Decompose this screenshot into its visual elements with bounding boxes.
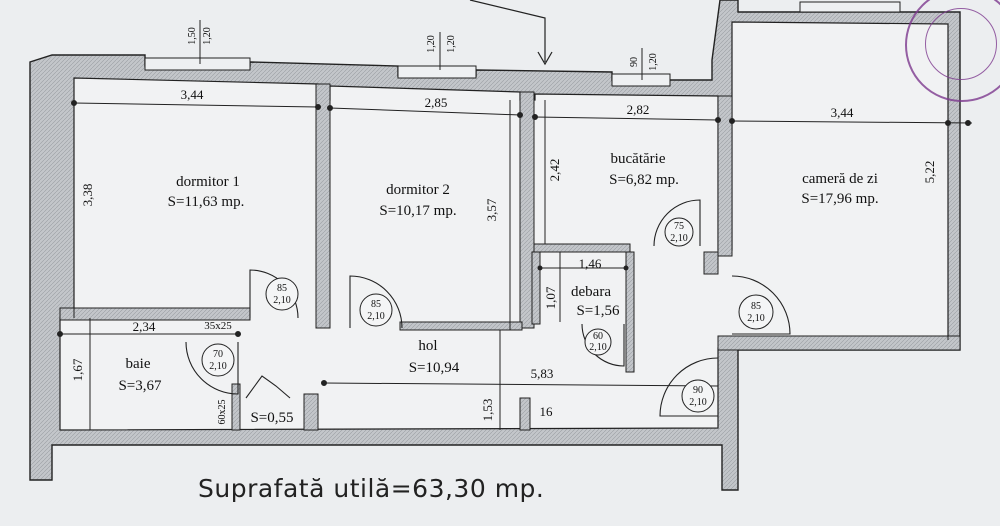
door-kitchen-width: 75 [674, 221, 684, 232]
dim-d1-width: 3,44 [181, 87, 204, 102]
room-living-name: cameră de zi [802, 171, 878, 187]
dim-debara-height: 1,07 [543, 286, 558, 309]
door-debara-width: 60 [593, 331, 603, 342]
wall-debara-right [625, 251, 635, 373]
wall-d2-kitchen [519, 91, 535, 329]
room-debara-area: S=1,56 [576, 303, 620, 319]
storage-folding-door [245, 375, 291, 399]
door-markers [201, 217, 774, 413]
door-debara [581, 323, 625, 367]
doors [185, 199, 791, 417]
window-kitchen [611, 73, 671, 87]
windows [144, 1, 901, 87]
door-debara-height: 2,10 [589, 342, 607, 353]
door-living [731, 275, 791, 335]
door-living-height: 2,10 [747, 313, 765, 324]
room-hol-name: hol [418, 338, 437, 354]
window-kitchen-dim-a: 90 [629, 57, 640, 67]
door-d1-width: 85 [277, 283, 287, 294]
wall-debara-left [531, 251, 541, 325]
window-living [799, 1, 901, 13]
dimension-lines [57, 20, 973, 430]
room-dormitor2-area: S=10,17 mp. [379, 203, 456, 219]
wall-bath-right [231, 383, 241, 431]
dim-d1-height: 3,38 [80, 184, 95, 207]
dim-d2-width: 2,85 [425, 95, 448, 110]
door-d1-height: 2,10 [273, 295, 291, 306]
dim-d2-height: 3,57 [484, 198, 499, 221]
wall-kitchen-living [717, 95, 733, 257]
door-bath [185, 341, 239, 395]
door-bath-height: 2,10 [209, 361, 227, 372]
window-d1 [144, 57, 251, 71]
dim-hol-width: 5,83 [531, 366, 554, 381]
dim-kitchen-height: 2,42 [547, 159, 562, 182]
room-baie-name: baie [126, 356, 151, 372]
room-dormitor1-name: dormitor 1 [176, 174, 240, 190]
room-kitchen-name: bucătărie [611, 151, 666, 167]
stamp-inner-ring [925, 8, 997, 80]
room-baie-area: S=3,67 [118, 378, 162, 394]
wall-storage-right [303, 393, 319, 431]
storage-area: S=0,55 [250, 410, 293, 426]
dim-living-height: 5,22 [922, 161, 937, 184]
wall-d1-d2 [315, 83, 331, 329]
dim-living-width: 3,44 [831, 105, 854, 120]
window-d1-dim-a: 1,50 [187, 27, 198, 45]
usable-area-caption: Suprafată utilă=63,30 mp. [198, 474, 545, 503]
dim-duct-2: 60x25 [217, 400, 228, 425]
wall-living-bottom [717, 335, 961, 351]
official-stamp [905, 0, 1000, 102]
dim-duct: 35x25 [204, 320, 232, 332]
window-kitchen-dim-b: 1,20 [648, 53, 659, 71]
room-dormitor2-name: dormitor 2 [386, 182, 450, 198]
window-d2-dim-b: 1,20 [446, 35, 457, 53]
wall-kitchen-bottom [533, 243, 631, 253]
door-d2 [349, 275, 403, 329]
dim-debara-width: 1,46 [579, 256, 602, 271]
entrance-arrow [469, 0, 553, 66]
dim-wall: 16 [540, 404, 554, 419]
door-entry [659, 357, 719, 417]
door-kitchen [653, 199, 701, 247]
window-d2-dim-a: 1,20 [426, 35, 437, 53]
door-d2-height: 2,10 [367, 311, 385, 322]
room-hol-area: S=10,94 [409, 360, 460, 376]
wall-d2-bottom [399, 321, 523, 331]
window-d2 [397, 65, 477, 79]
dim-kitchen-width: 2,82 [627, 102, 650, 117]
door-bath-width: 70 [213, 349, 223, 360]
door-entry-height: 2,10 [689, 397, 707, 408]
door-living-width: 85 [751, 301, 761, 312]
wall-living-stub [703, 251, 719, 275]
dim-bath-width: 2,34 [133, 319, 156, 334]
wall-hol-stub [519, 397, 531, 431]
dim-hol-height: 1,53 [480, 399, 495, 422]
partitions [59, 83, 961, 431]
room-kitchen-area: S=6,82 mp. [609, 172, 679, 188]
room-debara-name: debara [571, 284, 611, 300]
door-kitchen-height: 2,10 [670, 233, 688, 244]
dim-bath-height: 1,67 [70, 358, 85, 381]
door-d2-width: 85 [371, 299, 381, 310]
room-dormitor1-area: S=11,63 mp. [168, 194, 245, 210]
door-entry-width: 90 [693, 385, 703, 396]
window-d1-dim-b: 1,20 [202, 27, 213, 45]
room-living-area: S=17,96 mp. [801, 191, 878, 207]
